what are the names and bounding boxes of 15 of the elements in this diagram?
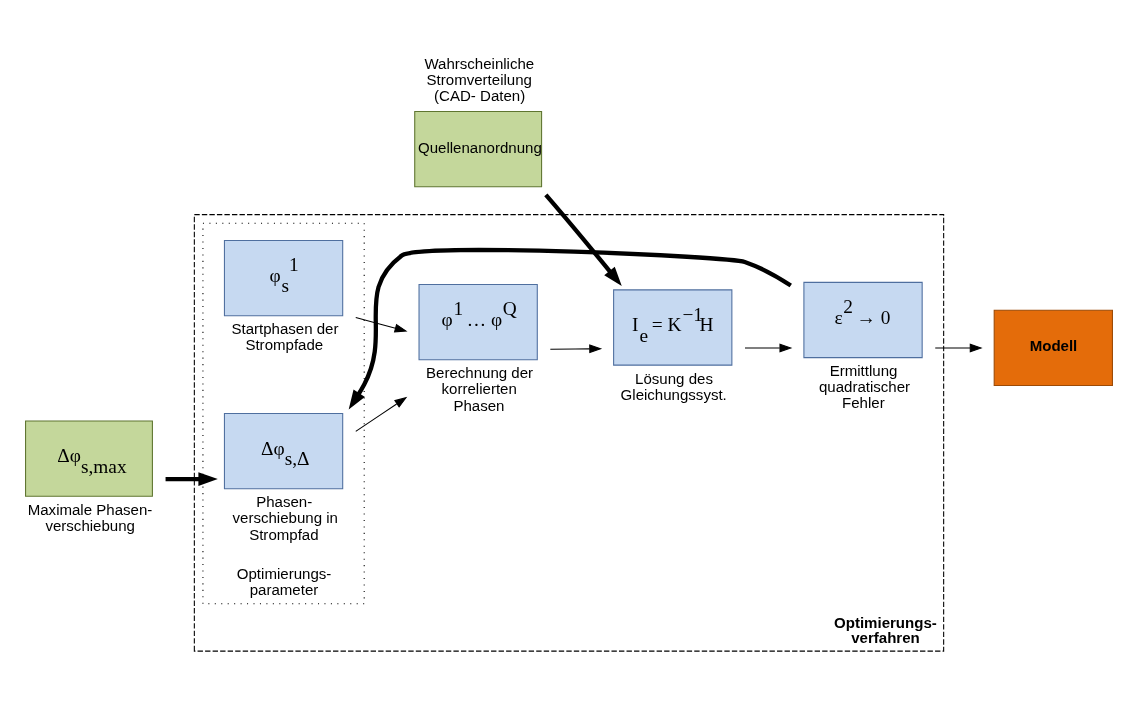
arrow [744,342,793,352]
arrow [355,316,408,332]
arrow [934,342,983,352]
node-label: Wahrscheinliche Stromverteilung (CAD- Daten) [424,54,535,104]
node-label: Lösung des Gleichungssyst. [620,369,727,403]
arrow [348,247,792,410]
arrow [549,343,603,353]
arrow [355,396,408,432]
node-label: Startphasen der Strompfade [231,319,339,353]
node-label: Berechnung der korrelierten Phasen [426,363,534,413]
node-label: Maximale Phasen- verschiebung [27,500,153,534]
node-label: Ermittlung quadratischer Fehler [818,361,911,411]
node-label: Phasen- verschiebung in Strompfad [232,492,338,543]
arrow [165,471,218,486]
arrow [544,193,622,286]
